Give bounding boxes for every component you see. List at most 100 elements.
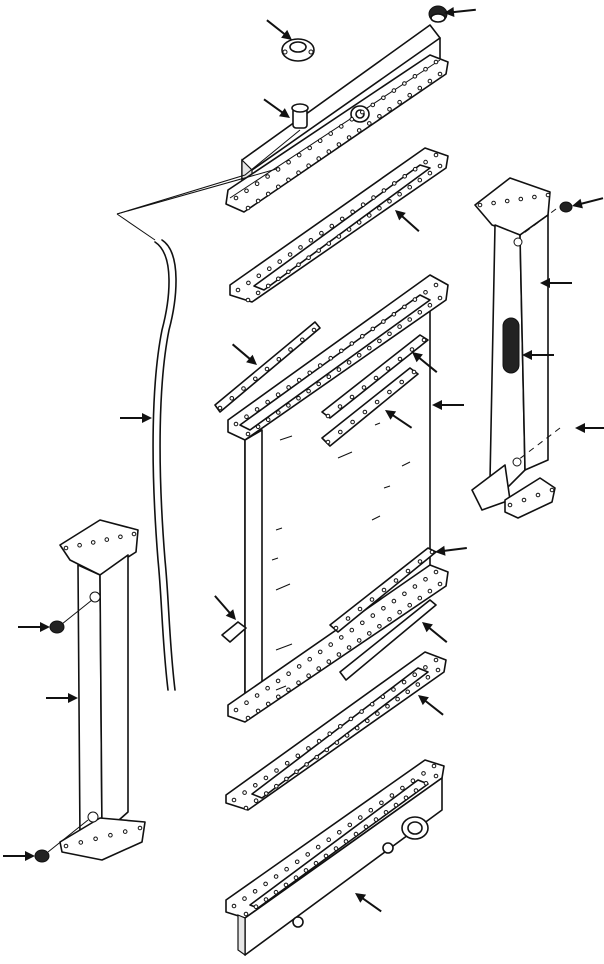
gasket-hole [319,230,324,236]
gasket-hole [425,675,431,680]
core-hole [275,392,281,398]
core-hole [244,700,249,706]
tank-hole [358,815,363,820]
flange-hole [245,205,251,211]
gasket-hole [412,672,418,678]
tank-hole [242,896,247,901]
gasket-hole [263,791,269,796]
strip-hole [253,376,258,382]
tank-hole [379,800,384,806]
core-hole [296,680,301,686]
bracket-hole [63,843,69,849]
core-hole [336,652,342,657]
flange-hole [427,78,433,84]
tank-hole [337,830,342,835]
gasket-hole [371,195,376,200]
core-hole [296,377,302,383]
gasket-hole [267,266,272,272]
callout-arrow [522,350,554,360]
left-support [59,519,146,861]
gasket-hole [326,241,332,246]
tank-hole [315,844,321,850]
flange-hole [276,184,281,190]
core-hole [412,297,418,302]
baffle-hole [337,404,343,409]
core-hole [339,635,344,640]
gasket-hole [365,718,370,724]
tank-hole [253,904,259,910]
core-hole [339,348,344,354]
tank-hole [400,785,405,791]
gasket-hole [381,188,387,193]
baffle-hole [421,337,427,343]
gasket-hole [235,287,241,293]
tank-hole [293,875,299,881]
core-hole [423,577,428,582]
core-hole [296,664,302,669]
tank-hole [393,802,399,808]
tank-hole [273,889,279,895]
core-hole [265,685,270,691]
flange-hole [387,107,392,112]
tank-hole [252,889,258,894]
core-hole [296,395,301,401]
bracket-hole [532,194,537,200]
gasket-hole [338,724,343,729]
tank-hole [263,897,269,902]
flange-hole [265,191,271,197]
bracket-hole [137,825,143,831]
bracket-hole [77,542,82,548]
bottom-outlet [401,816,429,840]
core-hole [265,399,270,405]
vent-plug [428,5,448,23]
core-hole [307,370,313,376]
flange-hole [286,159,291,165]
gasket-hole [395,696,400,702]
core-hole [286,403,291,408]
flange-hole [381,95,386,101]
gasket-hole [324,747,330,753]
flange-hole [326,149,332,154]
core-hole [377,624,382,629]
baffle-hole [405,568,411,574]
gasket-hole [350,209,355,215]
flange-hole [391,88,397,93]
flange-hole [397,99,402,105]
gasket-hole [367,213,372,218]
baffle-hole [357,606,363,612]
tank-hole [347,822,353,828]
bracket-hole [78,840,84,845]
core-hole [387,331,392,337]
core-hole [427,588,433,594]
tank-hole [353,831,359,837]
baffle-hole [409,347,415,352]
strip-hole [241,386,246,391]
flange-hole [317,138,323,143]
callout-arrow [355,893,382,913]
callout-arrow [432,400,464,410]
gasket-hole [356,220,362,225]
bracket-hole [518,196,524,202]
flange-hole [254,181,260,186]
flange-hole [346,135,352,140]
gasket-hole [304,762,309,767]
core-hole [349,627,355,633]
right-support [471,177,556,519]
gasket-hole [377,206,382,211]
core-hole [387,617,392,622]
baffle-hole [369,597,375,602]
overflow-tube [152,239,177,691]
baffle-hole [349,394,355,400]
callout-arrow [214,595,236,620]
callout-arrow [575,423,604,433]
core-hole [286,385,291,390]
flange-hole [349,117,355,122]
left-bolt-path-upper [61,599,93,625]
gasket-hole [417,177,423,183]
callout-arrow [263,98,290,118]
bracket-hole [122,829,128,834]
callout-arrow [120,413,152,423]
core-hole [306,388,311,394]
left-support-nut-lower [34,849,50,863]
baffle-hole [417,559,423,564]
